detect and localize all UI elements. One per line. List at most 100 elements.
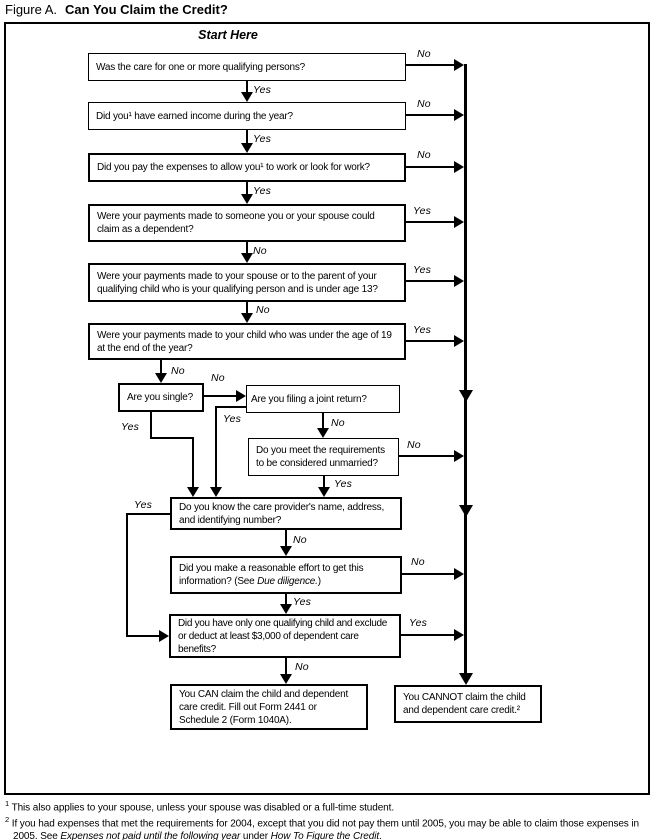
flow-line [406,114,454,116]
flow-line [215,406,217,487]
yes-label: Yes [293,596,312,608]
flow-line [323,476,325,488]
flow-line [192,437,194,487]
arrow-down-icon [241,253,253,263]
footnote-2: 2 If you had expenses that met the requi… [5,813,654,840]
arrow-down-icon [280,604,292,614]
arrow-right-icon [454,335,464,347]
node-q5-text: Were your payments made to your spouse o… [97,270,378,295]
result-can-text: You CAN claim the child and dependent ca… [179,688,349,726]
node-q11-pre: Did you make a reasonable effort to get … [179,563,364,587]
node-q1-text: Was the care for one or more qualifying … [96,61,306,73]
result-can-box: You CAN claim the child and dependent ca… [170,684,368,730]
node-q1: Was the care for one or more qualifying … [88,53,406,81]
no-label: No [411,556,425,568]
start-here-label: Start Here [198,28,258,42]
arrow-right-icon [454,109,464,121]
no-label: No [331,417,345,429]
flow-line [246,302,248,315]
arrow-right-icon [454,275,464,287]
node-q2-text: Did you¹ have earned income during the y… [96,110,293,122]
yes-label: Yes [134,499,153,511]
flow-line [246,81,248,94]
flow-line [215,406,246,408]
flow-line [126,513,128,637]
node-q2: Did you¹ have earned income during the y… [88,102,406,130]
flow-line [150,437,194,439]
node-q11-post: ) [317,576,321,587]
flow-line [406,280,454,282]
arrow-right-icon [454,450,464,462]
arrow-right-icon [454,629,464,641]
flow-line [406,166,454,168]
yes-label: Yes [409,617,428,629]
arrow-down-icon [241,313,253,323]
node-q10-text: Do you know the care provider's name, ad… [179,501,385,526]
arrow-down-icon [210,487,222,497]
result-cannot-text: You CANNOT claim the child and dependent… [403,692,526,716]
flow-line [246,130,248,145]
yes-label: Yes [121,421,140,433]
no-label: No [256,304,270,316]
arrow-down-icon [155,373,167,383]
yes-label: Yes [413,324,432,336]
no-label: No [171,365,185,377]
footnote-1-marker: 1 [5,799,10,808]
node-q9-text: Do you meet the requirements to be consi… [256,445,385,469]
node-q8-text: Are you filing a joint return? [251,393,367,405]
arrow-right-icon [454,59,464,71]
node-q4: Were your payments made to someone you o… [88,204,406,242]
no-label: No [407,439,421,451]
arrow-right-icon [454,216,464,228]
figure-label: Figure A. [5,2,58,17]
flow-line [401,634,454,636]
no-label: No [295,661,309,673]
arrow-right-icon [454,161,464,173]
flow-line [150,412,152,439]
no-label: No [211,372,225,384]
arrow-down-icon [459,390,473,402]
node-q5: Were your payments made to your spouse o… [88,263,406,302]
flow-line [160,360,162,374]
arrow-down-icon [459,505,473,517]
footnote-2-marker: 2 [5,815,10,824]
yes-label: Yes [413,205,432,217]
node-q7: Are you single? [118,383,204,412]
node-q11-italic: Due diligence. [257,576,318,587]
node-q11: Did you make a reasonable effort to get … [170,556,402,594]
arrow-down-icon [280,674,292,684]
arrow-down-icon [317,428,329,438]
node-q10: Do you know the care provider's name, ad… [170,497,402,530]
yes-label: Yes [253,133,272,145]
footnote-2-part3: . [379,831,382,840]
footnote-2-text: If you had expenses that met the require… [12,818,639,840]
no-label: No [417,98,431,110]
arrow-down-icon [241,143,253,153]
footnote-1-text: This also applies to your spouse, unless… [11,802,395,814]
no-label: No [253,245,267,257]
footnote-2-italic1: Expenses not paid until the following ye… [60,831,241,840]
arrow-down-icon [280,546,292,556]
no-label: No [293,534,307,546]
no-label: No [417,48,431,60]
yes-label: Yes [253,84,272,96]
flow-line [246,182,248,196]
flow-line [285,658,287,675]
arrow-down-icon [187,487,199,497]
flow-line [204,395,236,397]
yes-label: Yes [253,185,272,197]
node-q6: Were your payments made to your child wh… [88,323,406,360]
arrow-down-icon [318,487,330,497]
node-q12-text: Did you have only one qualifying child a… [178,617,388,655]
flowchart-border [4,22,650,795]
arrow-right-icon [236,390,246,402]
arrow-right-icon [159,630,169,642]
footnote-2-italic2: How To Figure the Credit [270,831,380,840]
yes-label: Yes [334,478,353,490]
flow-line [406,340,454,342]
flow-line [322,413,324,429]
node-q12: Did you have only one qualifying child a… [169,614,401,658]
figure-title: Figure A.Can You Claim the Credit? [5,2,228,17]
arrow-down-icon [241,194,253,204]
